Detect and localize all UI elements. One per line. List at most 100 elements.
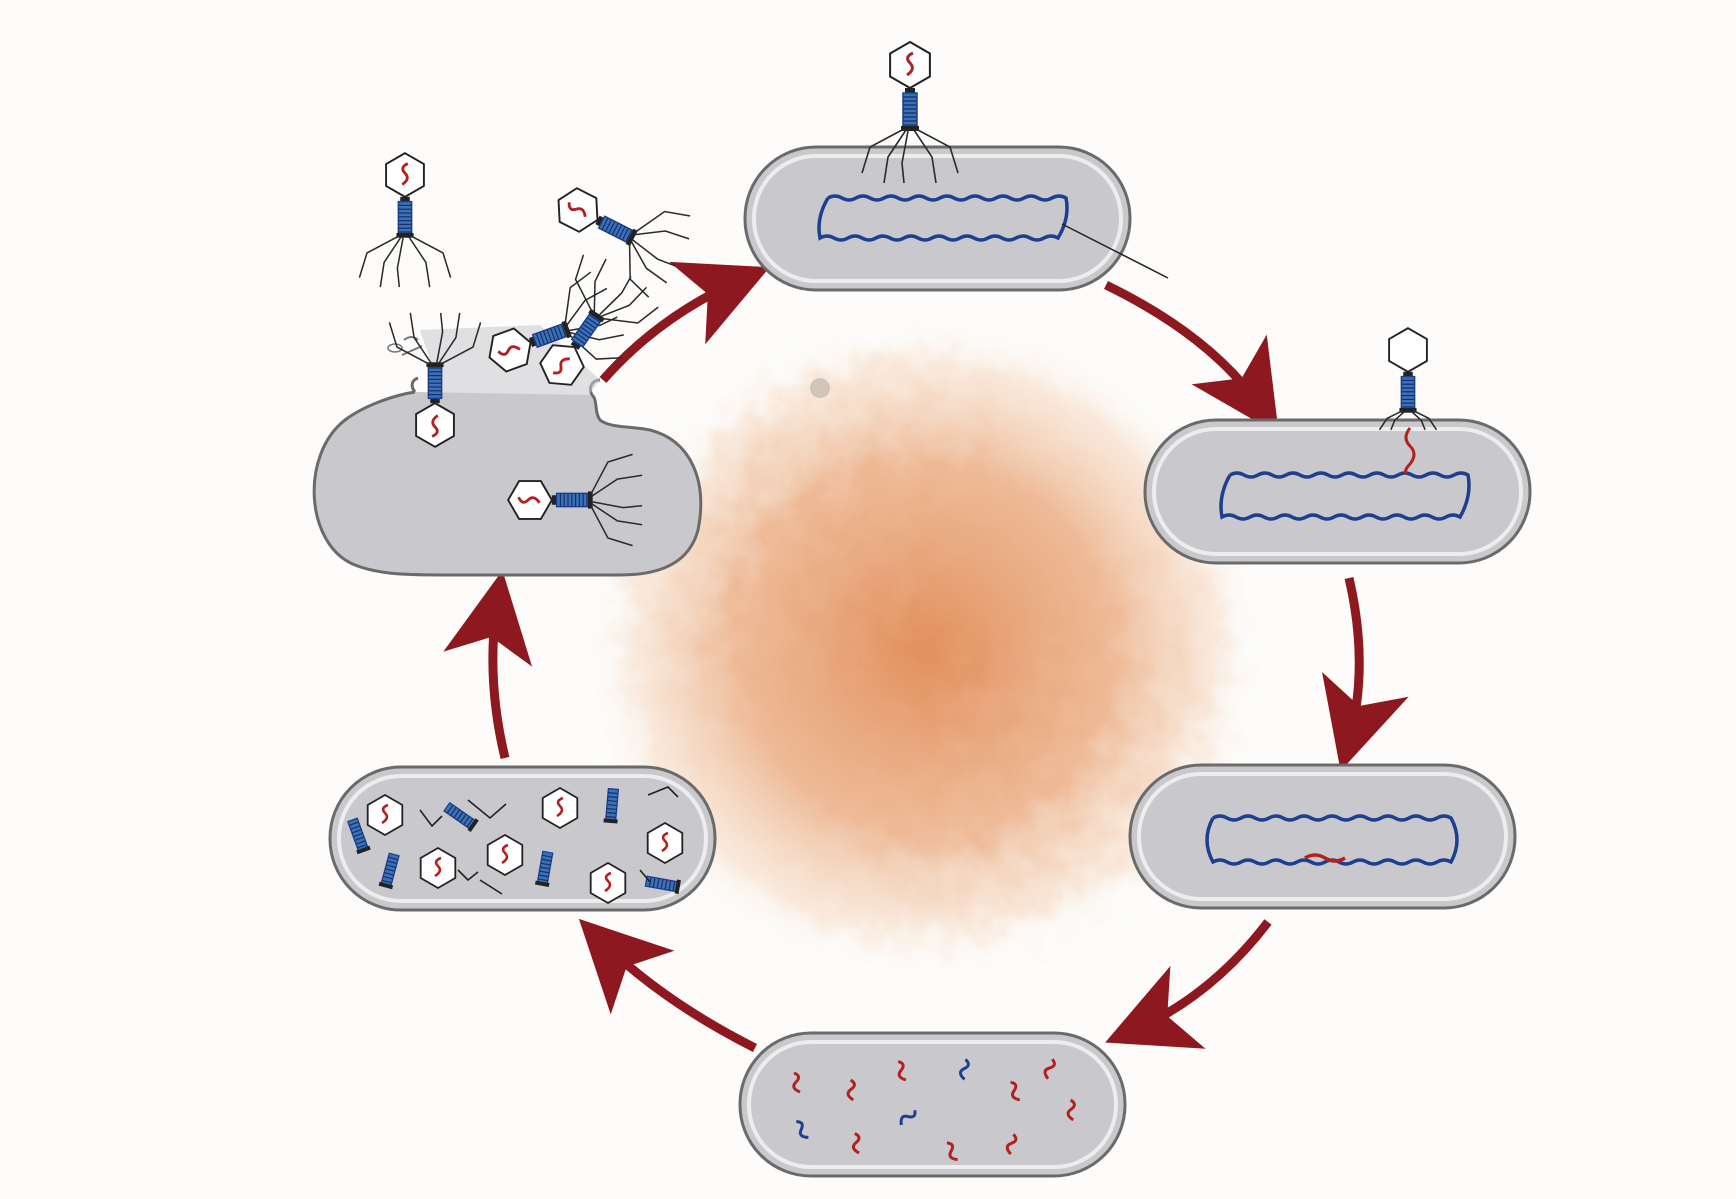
tail-icon <box>346 817 371 855</box>
cycle-arrow-4-to-5 <box>578 918 758 1053</box>
tail-fiber <box>913 129 937 184</box>
phage-icon <box>507 453 643 547</box>
bacterium-inner-wall <box>1152 427 1523 556</box>
phage-dna-icon <box>401 162 409 186</box>
injected-phage-dna <box>1404 427 1416 475</box>
tail-fiber <box>593 258 607 313</box>
tail-fiber <box>1411 411 1426 431</box>
tail-fiber <box>457 869 479 882</box>
tail-fiber <box>408 236 431 288</box>
cell-debris <box>401 336 423 356</box>
capsid-icon <box>419 846 457 890</box>
tail-fiber <box>592 501 643 509</box>
tail-fiber <box>574 254 593 313</box>
background-stain <box>585 318 1265 978</box>
tail-fiber <box>861 128 905 174</box>
baseplate-icon <box>588 308 605 323</box>
tail-fiber <box>632 239 676 267</box>
collar-icon <box>905 88 915 93</box>
phage-dna-icon <box>567 202 587 218</box>
tail-fiber <box>630 241 668 284</box>
tail-icon <box>902 92 918 128</box>
collar-icon <box>528 336 537 347</box>
phage-parts <box>346 786 684 905</box>
tail-fiber <box>901 130 909 184</box>
tail-fiber <box>467 799 507 820</box>
tail-icon <box>443 801 479 833</box>
cycle-arrow-3-to-4 <box>1105 919 1272 1049</box>
dna-fragment <box>851 1132 861 1155</box>
bacterium-inner-wall <box>747 1040 1118 1169</box>
cycle-arrow-5-to-6 <box>443 570 533 760</box>
bacterium-cell <box>743 145 1132 292</box>
stage-6-lysis-and-release <box>312 152 703 577</box>
tail-fiber <box>379 236 402 288</box>
tail-fiber <box>410 235 452 278</box>
stage-3-host-dna-breakdown <box>1128 763 1517 910</box>
bacterium-inner-wall <box>337 774 708 903</box>
tail-fiber <box>591 503 643 526</box>
tail-icon <box>378 852 400 890</box>
tail-fiber <box>409 312 432 364</box>
tail-fiber <box>600 286 648 318</box>
tail-icon <box>603 787 620 824</box>
stage-1-attachment <box>743 40 1169 292</box>
tail-fiber <box>639 869 651 883</box>
dna-fragment <box>1005 1133 1018 1156</box>
tail-fiber <box>440 322 482 365</box>
bacterium-inner-wall <box>1137 772 1508 901</box>
tail-icon <box>534 850 554 887</box>
tail-fiber <box>388 322 430 365</box>
tail-fiber <box>591 474 643 497</box>
phage-dna-icon <box>517 496 541 504</box>
collar-icon <box>570 340 582 350</box>
dna-fragment <box>1010 1080 1021 1102</box>
capsid-icon <box>541 786 579 830</box>
phage-icon <box>557 187 691 298</box>
phage-dna-icon <box>552 357 570 375</box>
stage-4-phage-dna-replication <box>738 1031 1127 1178</box>
dna-fragment <box>846 1078 856 1102</box>
phage-dna-icon <box>497 345 521 356</box>
phage-icon <box>358 152 452 288</box>
tail-fiber <box>628 242 650 298</box>
phage-dna-icon <box>431 414 439 438</box>
tail-fiber <box>915 128 959 174</box>
baseplate-icon <box>561 320 572 339</box>
capsid-icon <box>366 793 404 837</box>
tail-fiber <box>1390 411 1405 431</box>
capsid-icon <box>646 821 684 865</box>
tail-fiber <box>566 287 608 326</box>
baseplate-icon <box>1399 407 1417 413</box>
collar-icon <box>400 196 410 202</box>
phage-dna-segment <box>1304 853 1346 863</box>
tail-icon <box>1400 375 1416 410</box>
dna-fragment <box>796 1120 809 1139</box>
baseplate-icon <box>901 126 919 131</box>
dna-fragment <box>897 1060 907 1082</box>
collar-icon <box>430 398 440 404</box>
cycle-arrow-1-to-2 <box>1104 280 1279 435</box>
bacterial-dna-loop <box>1205 814 1459 866</box>
dna-fragment <box>958 1058 970 1081</box>
cycle-arrow-2-to-3 <box>1322 576 1409 771</box>
tail-icon <box>427 365 443 400</box>
baseplate-icon <box>426 362 444 368</box>
tail-icon <box>555 492 590 508</box>
tail-fiber <box>598 276 632 316</box>
dna-fragment <box>946 1141 958 1162</box>
tail-fiber <box>438 312 461 364</box>
tail-fiber <box>396 237 404 288</box>
dna-fragments <box>792 1058 1076 1162</box>
tail-fiber <box>883 129 907 184</box>
bacterium-cell <box>738 1031 1127 1178</box>
tail-fiber <box>590 453 633 495</box>
dna-fragment <box>792 1071 801 1094</box>
phage-icon <box>488 271 624 373</box>
cycle-arrow-6-to-1 <box>599 261 770 383</box>
bacterium-inner-wall <box>752 154 1123 283</box>
tail-fiber <box>647 786 679 798</box>
cell-debris <box>387 343 403 353</box>
bacterial-dna-loop <box>817 194 1069 242</box>
tail-fiber <box>419 809 443 828</box>
